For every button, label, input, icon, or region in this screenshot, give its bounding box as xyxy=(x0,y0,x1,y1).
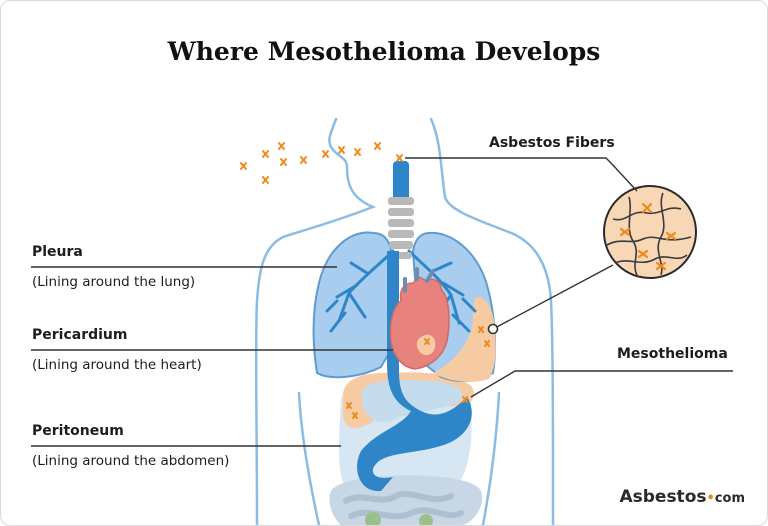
fiber-magnifier xyxy=(603,185,697,279)
logo-suffix: com xyxy=(714,491,745,506)
pleural-tumor xyxy=(433,297,496,382)
peritoneum-description: (Lining around the abdomen) xyxy=(32,453,230,469)
diagram-title: Where Mesothelioma Develops xyxy=(167,37,601,66)
pericardium-description: (Lining around the heart) xyxy=(32,357,202,373)
right-lung xyxy=(312,231,393,379)
brand-logo: Asbestos•com xyxy=(619,487,745,507)
body-outline xyxy=(254,117,555,525)
trachea xyxy=(388,161,414,259)
asbestos-fibers-label: Asbestos Fibers xyxy=(489,135,615,151)
heart xyxy=(389,267,450,370)
leader-lines xyxy=(31,157,733,447)
liver xyxy=(362,380,463,422)
stomach xyxy=(357,251,472,492)
pericardial-tumor xyxy=(416,334,436,356)
inhaled-fibers xyxy=(240,142,403,184)
tumor-fibers xyxy=(346,326,490,419)
peritoneum-label: Peritoneum xyxy=(32,423,124,439)
pleura-label: Pleura xyxy=(32,244,83,260)
mesothelioma-label: Mesothelioma xyxy=(617,346,728,362)
magnifier-leader xyxy=(492,264,614,330)
asbestos-fibers-leader xyxy=(405,157,638,192)
tumor-marker xyxy=(487,323,499,335)
mesothelioma-leader xyxy=(470,370,733,398)
pleura-description: (Lining around the lung) xyxy=(32,274,196,290)
logo-name: Asbestos xyxy=(619,487,707,507)
pericardium-label: Pericardium xyxy=(32,327,128,343)
logo-dot: • xyxy=(706,491,715,506)
